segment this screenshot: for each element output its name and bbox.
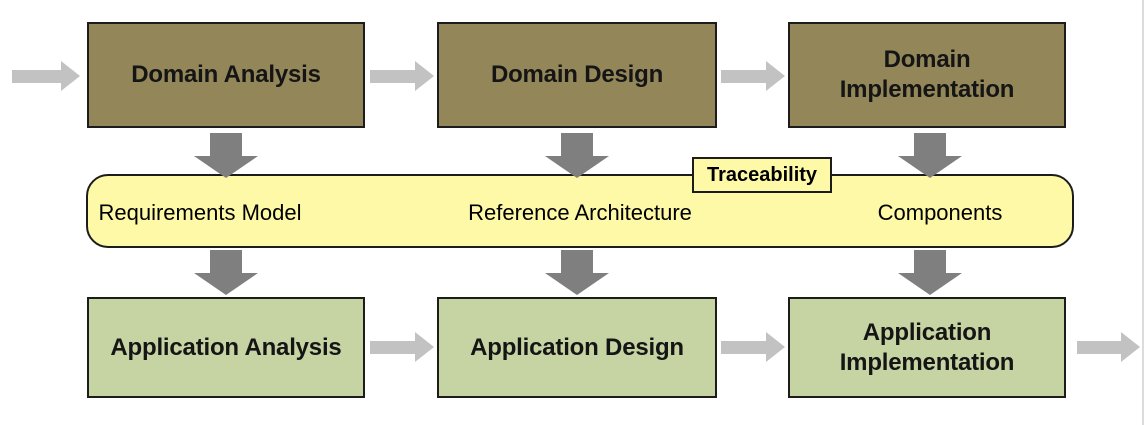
arrow-shaft [561, 250, 593, 273]
arrow-shaft [370, 69, 415, 83]
requirements-to-application-analysis-arrow [194, 250, 258, 295]
arrow-shaft [561, 133, 593, 156]
arrow-head [545, 156, 609, 178]
arrow-shaft [210, 250, 242, 273]
arrow-head [415, 332, 434, 362]
arrow-head [766, 61, 785, 91]
traceability-tag-label: Traceability [706, 163, 818, 186]
arrow-shaft [914, 250, 946, 273]
reference-architecture-label: Reference Architecture [468, 200, 692, 225]
components-label: Components [877, 200, 1003, 225]
flow-in-arrow [12, 61, 80, 91]
arrow-head [61, 61, 80, 91]
box-label: Domain Implementation [839, 46, 1015, 103]
box-label: Domain Design [490, 61, 664, 88]
domain-design-to-implementation-arrow [721, 61, 785, 91]
domain-analysis-down-arrow [194, 133, 258, 178]
box-label: Application Analysis [110, 333, 342, 361]
arrow-head [898, 156, 962, 178]
traceability-tag: Traceability [692, 157, 832, 193]
arrow-shaft [12, 69, 61, 83]
arrow-head [415, 61, 434, 91]
arrow-shaft [210, 133, 242, 156]
domain-design-down-arrow [545, 133, 609, 178]
arrow-head [194, 273, 258, 295]
domain-analysis-box: Domain Analysis [87, 22, 365, 128]
application-analysis-box: Application Analysis [87, 297, 365, 398]
arrow-head [898, 273, 962, 295]
page-edge-line [1142, 0, 1144, 425]
architecture-to-application-design-arrow [545, 250, 609, 295]
box-label: Application Implementation [839, 318, 1015, 376]
arrow-shaft [914, 133, 946, 156]
arrow-head [194, 156, 258, 178]
requirements-model-label: Requirements Model [98, 200, 302, 225]
application-design-to-implementation-arrow [721, 332, 785, 362]
arrow-head [766, 332, 785, 362]
arrow-shaft [721, 69, 766, 83]
components-to-application-implementation-arrow [898, 250, 962, 295]
domain-implementation-down-arrow [898, 133, 962, 178]
domain-design-box: Domain Design [437, 22, 717, 128]
domain-analysis-to-design-arrow [370, 61, 434, 91]
arrow-shaft [721, 340, 766, 354]
box-label: Application Design [470, 333, 684, 361]
box-label: Domain Analysis [131, 61, 321, 88]
arrow-head [545, 273, 609, 295]
domain-implementation-box: Domain Implementation [788, 22, 1066, 128]
flow-out-arrow [1077, 332, 1140, 362]
application-implementation-box: Application Implementation [788, 297, 1066, 398]
application-design-box: Application Design [437, 297, 717, 398]
arrow-head [1121, 332, 1140, 362]
application-analysis-to-design-arrow [370, 332, 434, 362]
arrow-shaft [370, 340, 415, 354]
arrow-shaft [1077, 340, 1121, 354]
